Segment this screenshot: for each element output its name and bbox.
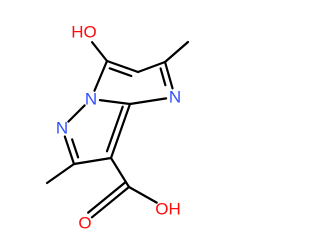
bond-a1-a2 bbox=[105, 59, 140, 74]
bond-a5-a6 bbox=[128, 97, 168, 106]
atom-label-pyrazole-nitrogen: N bbox=[56, 119, 68, 138]
atom-label-layer: HO N N N O OH bbox=[56, 23, 181, 233]
bond-a9-a10 bbox=[45, 162, 76, 185]
atom-label-bridgehead-nitrogen: N bbox=[85, 90, 97, 109]
atom-label-acid-hydroxyl: OH bbox=[155, 200, 181, 219]
bond-a9-a11 bbox=[72, 156, 113, 166]
bond-a12-a13-inner bbox=[87, 181, 127, 214]
bond-a1-a2-inner bbox=[108, 67, 133, 78]
bond-a3-a4 bbox=[163, 40, 190, 64]
atom-label-pyrimidine-nitrogen: N bbox=[169, 88, 181, 107]
bond-a3-a5-inner bbox=[159, 67, 167, 87]
bond-a7-a8 bbox=[67, 104, 86, 123]
bond-a6-a7 bbox=[98, 99, 132, 106]
atom-label-carbonyl-oxygen: O bbox=[78, 214, 91, 233]
bond-a8-a9 bbox=[63, 135, 76, 166]
bond-a11-a6-inner bbox=[105, 105, 124, 153]
bond-layer bbox=[45, 40, 190, 219]
bond-a11-a6 bbox=[109, 102, 132, 160]
bond-a7-a1 bbox=[93, 59, 109, 92]
bond-a2-a3 bbox=[136, 60, 167, 74]
bond-a3-a5 bbox=[163, 60, 174, 90]
atom-label-hydroxyl: HO bbox=[71, 23, 97, 42]
bond-a8-a9-inner bbox=[71, 138, 80, 159]
molecule-structure: HO N N N O OH bbox=[45, 23, 190, 233]
bond-a12-a13 bbox=[90, 185, 131, 219]
bond-a0-a1 bbox=[90, 41, 109, 63]
bond-a12-a14 bbox=[127, 185, 158, 204]
bond-a11-a12 bbox=[109, 156, 131, 189]
